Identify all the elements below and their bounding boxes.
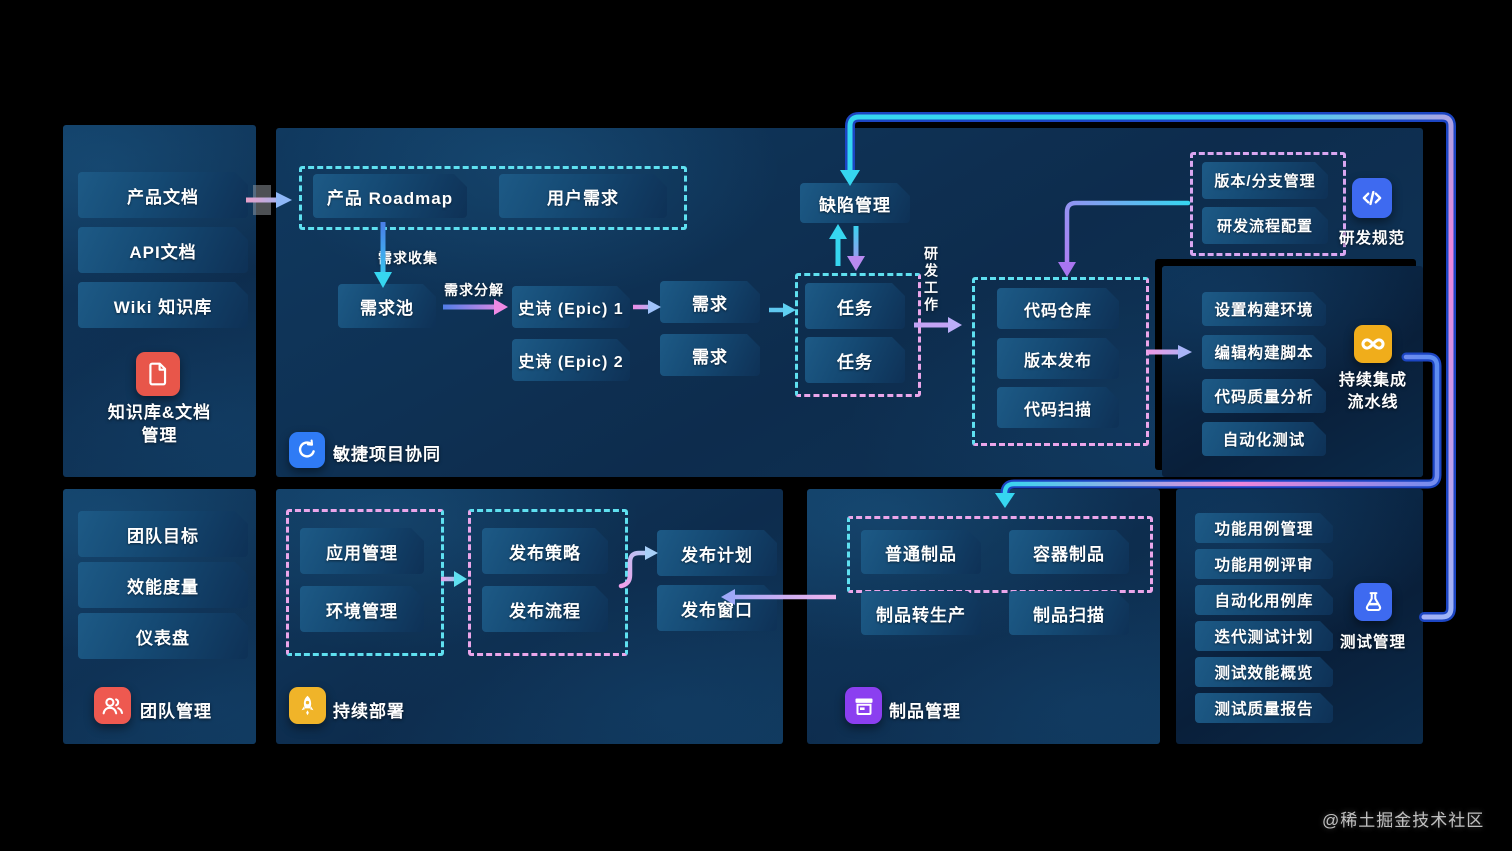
chip-code-scan: 代码扫描 [997,387,1119,428]
chip-epic1: 史诗 (Epic) 1 [512,286,630,328]
chip-build-env: 设置构建环境 [1202,292,1326,326]
chip-test-overview: 测试效能概览 [1195,657,1333,687]
chip-requirement-1: 需求 [660,281,760,323]
label-req-collect: 需求收集 [378,250,438,266]
sync-icon [289,432,325,468]
chip-epic2: 史诗 (Epic) 2 [512,339,630,381]
knowledge-panel: 产品文档 API文档 Wiki 知识库 知识库&文档 管理 [63,125,256,477]
chip-code-quality: 代码质量分析 [1202,379,1326,413]
test-panel-title: 测试管理 [1339,634,1406,651]
artifact-panel: 普通制品 容器制品 制品转生产 制品扫描 制品管理 [807,489,1160,744]
chip-defect-mgmt: 缺陷管理 [800,183,910,223]
team-panel-title: 团队管理 [140,702,212,721]
chip-app-mgmt: 应用管理 [300,528,424,574]
chip-case-review: 功能用例评审 [1195,549,1333,579]
chip-case-mgmt: 功能用例管理 [1195,513,1333,543]
chip-iter-test-plan: 迭代测试计划 [1195,621,1333,651]
label-req-split: 需求分解 [444,282,504,298]
chip-release-plan: 发布计划 [657,530,777,576]
chip-req-pool: 需求池 [338,284,436,328]
chip-release-strategy: 发布策略 [482,528,608,574]
deploy-panel: 应用管理 环境管理 发布策略 发布流程 发布计划 发布窗口 持续部署 [276,489,783,744]
box-icon [845,687,882,724]
flask-icon [1354,583,1392,621]
label-dev-work: 研发工作 [923,246,939,314]
chip-dashboard: 仪表盘 [78,613,248,659]
chip-build-script: 编辑构建脚本 [1202,335,1326,369]
chip-auto-test: 自动化测试 [1202,422,1326,456]
chip-code-repo: 代码仓库 [997,288,1119,329]
rocket-icon [289,687,326,724]
chip-team-goal: 团队目标 [78,511,248,557]
agile-panel-title: 敏捷项目协同 [333,445,441,464]
chip-normal-artifact: 普通制品 [861,530,981,574]
knowledge-panel-title: 知识库&文档 管理 [107,403,212,445]
chip-version-release: 版本发布 [997,338,1119,379]
watermark: @稀土掘金技术社区 [1322,811,1485,830]
chip-container-artifact: 容器制品 [1009,530,1129,574]
chip-dev-process-config: 研发流程配置 [1202,207,1328,244]
chip-task-2: 任务 [805,337,905,383]
chip-release-process: 发布流程 [482,586,608,632]
code-icon [1352,178,1392,218]
chip-task-1: 任务 [805,283,905,329]
people-icon [94,687,131,724]
chip-test-report: 测试质量报告 [1195,693,1333,723]
chip-user-needs: 用户需求 [499,174,667,218]
chip-release-window: 发布窗口 [657,585,777,631]
ci-panel: 设置构建环境 编辑构建脚本 代码质量分析 自动化测试 持续集成 流水线 [1162,266,1423,477]
chip-api-doc: API文档 [78,227,248,273]
test-panel: 功能用例管理 功能用例评审 自动化用例库 迭代测试计划 测试效能概览 测试质量报… [1176,489,1423,744]
chip-requirement-2: 需求 [660,334,760,376]
chip-artifact-to-prod: 制品转生产 [861,591,981,635]
artifact-panel-title: 制品管理 [889,702,961,721]
team-panel: 团队目标 效能度量 仪表盘 团队管理 [63,489,256,744]
chip-wiki: Wiki 知识库 [78,282,248,328]
chip-auto-case-lib: 自动化用例库 [1195,585,1333,615]
chip-efficiency: 效能度量 [78,562,248,608]
chip-roadmap: 产品 Roadmap [313,174,467,218]
chip-artifact-scan: 制品扫描 [1009,591,1129,635]
document-icon [136,352,180,396]
chip-branch-mgmt: 版本/分支管理 [1202,162,1328,199]
chip-env-mgmt: 环境管理 [300,586,424,632]
chip-product-doc: 产品文档 [78,172,248,218]
deploy-panel-title: 持续部署 [333,702,405,721]
ci-panel-title: 持续集成 流水线 [1338,372,1407,411]
dev-spec-title: 研发规范 [1338,230,1405,247]
infinity-icon [1354,325,1392,363]
